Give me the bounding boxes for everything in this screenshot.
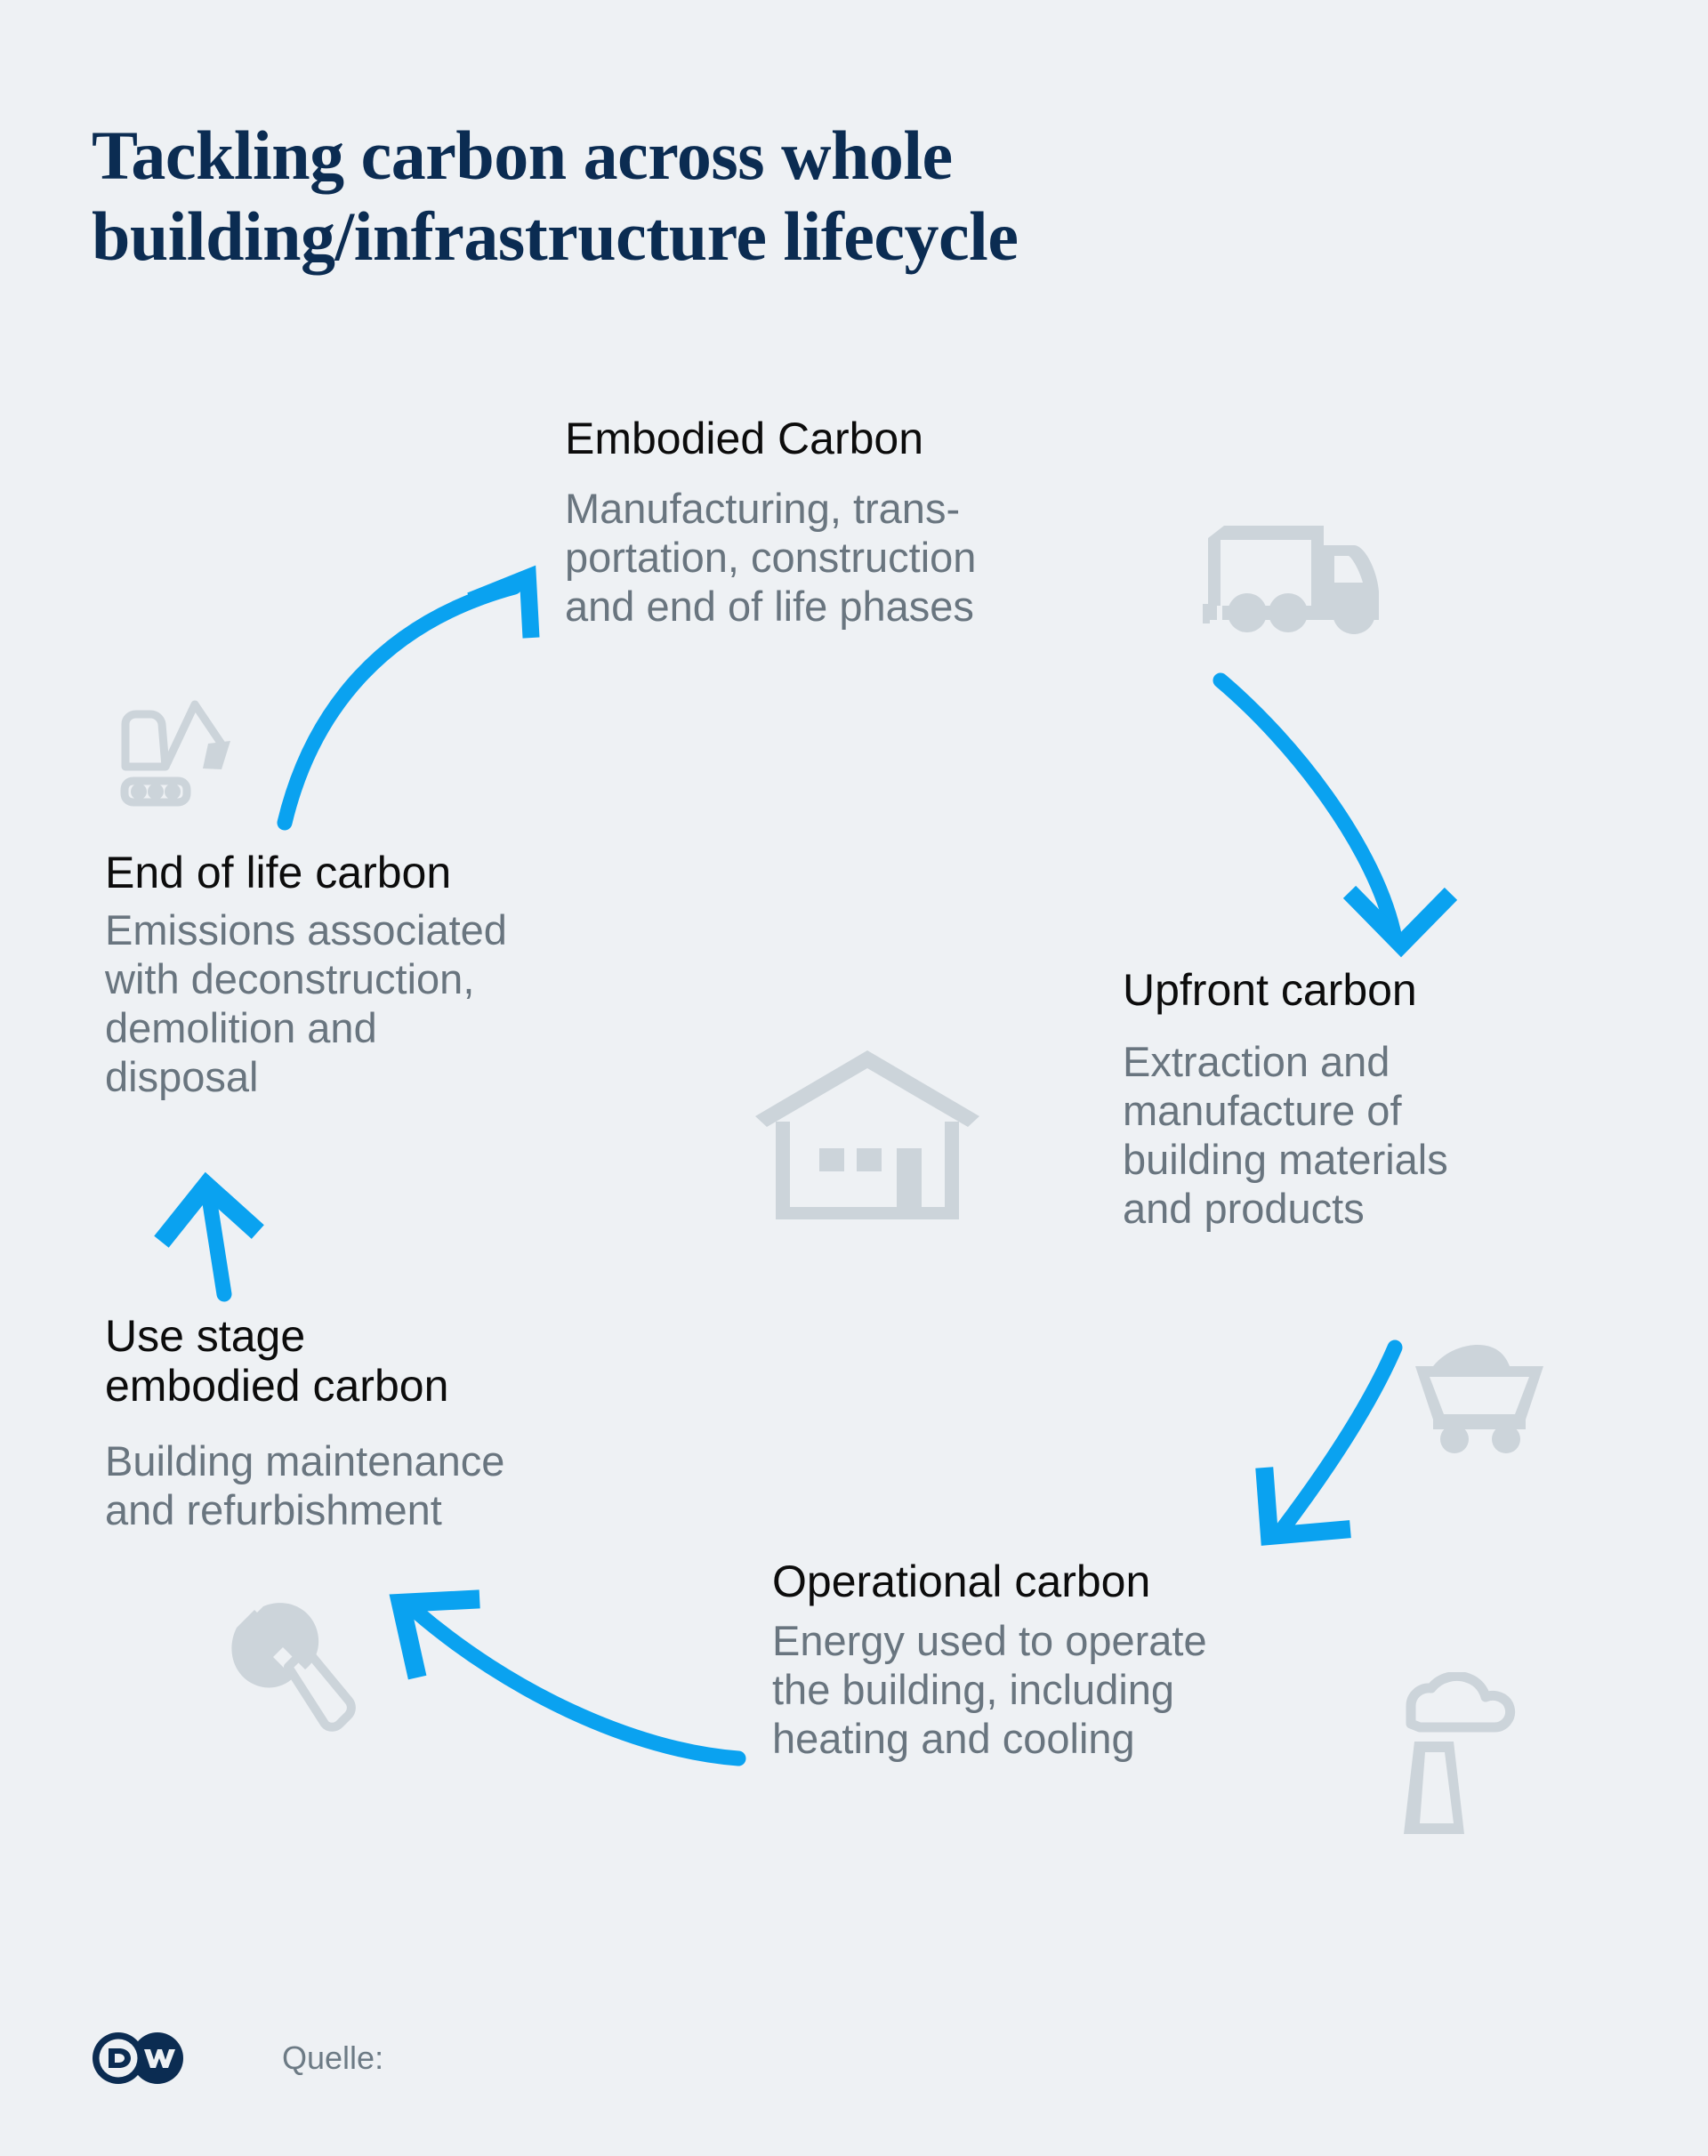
node-body: Extraction and manufacture of building m… [1123,1038,1448,1232]
wrench-icon [230,1601,363,1743]
page-title: Tackling carbon across whole building/in… [92,117,1019,275]
node-use-stage-embodied-carbon: Use stage embodied carbon Building maint… [105,1311,728,1535]
node-upfront-carbon: Upfront carbon Extraction and manufactur… [1123,965,1656,1234]
arrow-embodied-to-upfront [1213,672,1458,958]
arrow-upfront-to-operational [1255,1339,1403,1546]
node-end-of-life-carbon: End of life carbon Emissions associated … [105,848,692,1102]
factory-smokestack-icon [1402,1671,1535,1841]
node-heading: Use stage embodied carbon [105,1311,449,1411]
node-body: Building maintenance and refurbishment [105,1437,505,1533]
node-embodied-carbon: Embodied Carbon Manufacturing, trans- po… [565,414,1223,632]
node-body: Emissions associated with deconstruction… [105,906,507,1100]
node-heading: Operational carbon [772,1557,1151,1606]
footer: Quelle: [92,2032,383,2084]
node-operational-carbon: Operational carbon Energy used to operat… [772,1557,1422,1764]
node-heading: End of life carbon [105,848,452,897]
node-heading: Embodied Carbon [565,414,924,463]
arrow-operational-to-usestage [389,1589,746,1766]
truck-icon [1203,520,1388,636]
mining-cart-icon [1408,1343,1551,1459]
source-label: Quelle: [282,2039,384,2076]
arrow-endoflife-to-embodied [277,565,540,831]
arrow-usestage-to-endoflife [154,1171,264,1302]
dw-logo [93,2032,183,2084]
excavator-icon [100,685,260,809]
node-heading: Upfront carbon [1123,965,1417,1015]
house-icon [752,1045,983,1223]
node-body: Energy used to operate the building, inc… [772,1617,1207,1762]
node-body: Manufacturing, trans- portation, constru… [565,485,977,630]
